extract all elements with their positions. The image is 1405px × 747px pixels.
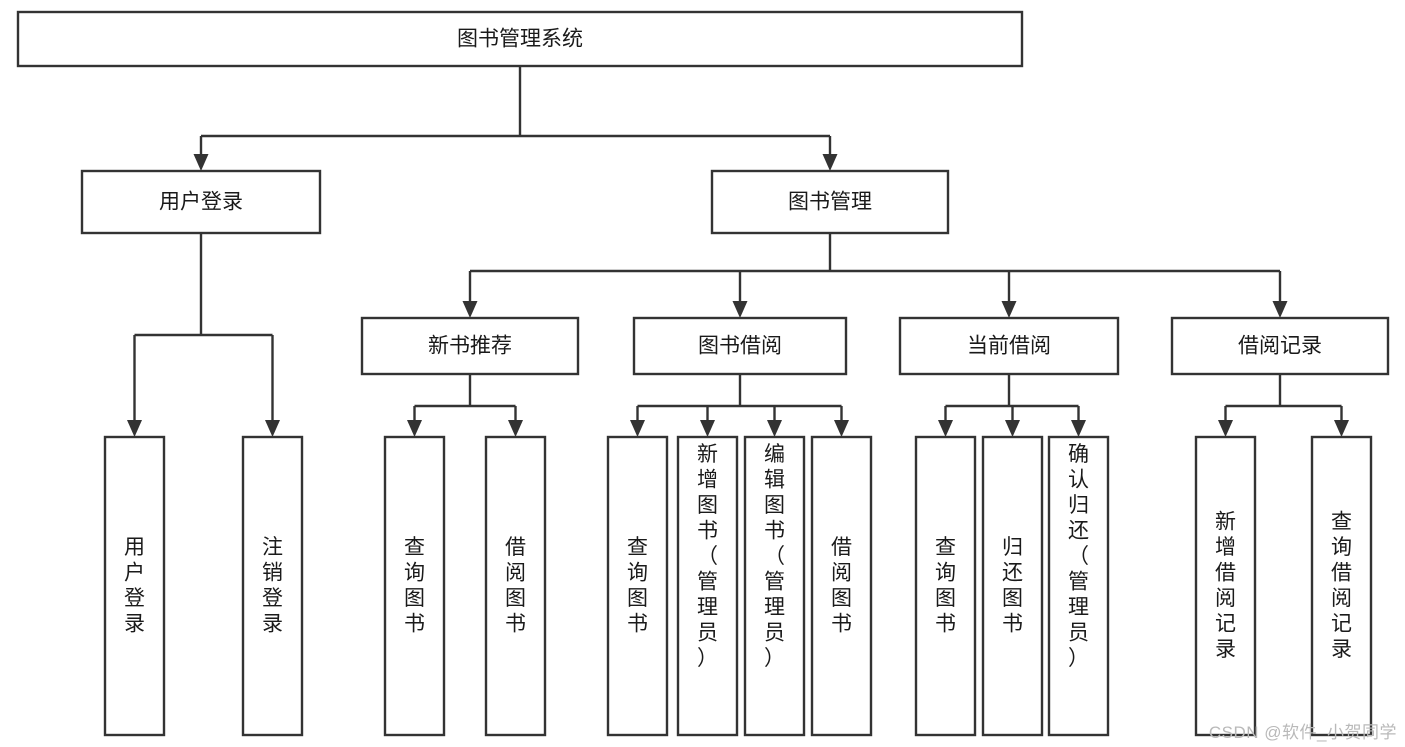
node-rect-leaf-edit-book-admin xyxy=(743,435,806,737)
node-leaf-add-borrow-record[interactable]: 新增借阅记录 xyxy=(1194,435,1257,737)
node-leaf-borrow-book-1[interactable]: 借阅图书 xyxy=(484,435,547,737)
node-label-leaf-add-book-admin: 新增图书（管理员） xyxy=(697,443,718,670)
node-rect-book-management xyxy=(710,169,950,235)
arrow-to-leaf-borrow-book-2 xyxy=(834,420,849,437)
node-current-borrow[interactable]: 当前借阅 xyxy=(898,316,1120,376)
node-label-leaf-user-login: 用户登录 xyxy=(124,536,145,636)
node-label-leaf-add-borrow-record: 新增借阅记录 xyxy=(1215,511,1236,662)
node-rect-leaf-user-login xyxy=(103,435,166,737)
node-leaf-return-book[interactable]: 归还图书 xyxy=(981,435,1044,737)
connectors-layer xyxy=(127,66,1349,437)
node-rect-root xyxy=(16,10,1024,68)
node-borrow-record[interactable]: 借阅记录 xyxy=(1170,316,1390,376)
node-rect-leaf-borrow-book-2 xyxy=(810,435,873,737)
node-label-leaf-query-borrow-record: 查询借阅记录 xyxy=(1331,511,1352,662)
arrow-to-user-login xyxy=(193,154,209,171)
node-leaf-borrow-book-2[interactable]: 借阅图书 xyxy=(810,435,873,737)
node-rect-leaf-logout-login xyxy=(241,435,304,737)
node-rect-leaf-add-borrow-record xyxy=(1194,435,1257,737)
node-label-user-login: 用户登录 xyxy=(159,191,243,214)
node-rect-new-book-recommend xyxy=(360,316,580,376)
node-rect-borrow-record xyxy=(1170,316,1390,376)
node-rect-leaf-query-book-2 xyxy=(606,435,669,737)
arrow-to-leaf-query-book-3 xyxy=(938,420,953,437)
node-label-root: 图书管理系统 xyxy=(457,28,583,51)
node-label-leaf-confirm-return-admin: 确认归还（管理员） xyxy=(1068,443,1089,670)
node-label-book-management: 图书管理 xyxy=(788,191,872,214)
node-label-new-book-recommend: 新书推荐 xyxy=(428,335,512,358)
node-label-leaf-query-book-3: 查询图书 xyxy=(935,536,956,636)
node-rect-book-borrow xyxy=(632,316,848,376)
arrow-to-leaf-borrow-book-1 xyxy=(508,420,523,437)
node-new-book-recommend[interactable]: 新书推荐 xyxy=(360,316,580,376)
node-rect-leaf-return-book xyxy=(981,435,1044,737)
node-rect-user-login xyxy=(80,169,322,235)
node-rect-leaf-query-book-1 xyxy=(383,435,446,737)
node-label-leaf-return-book: 归还图书 xyxy=(1002,536,1023,636)
arrow-to-borrow-record xyxy=(1272,301,1288,318)
node-root[interactable]: 图书管理系统 xyxy=(16,10,1024,68)
arrow-to-book-management xyxy=(822,154,838,171)
node-leaf-logout-login[interactable]: 注销登录 xyxy=(241,435,304,737)
node-label-leaf-borrow-book-1: 借阅图书 xyxy=(505,536,526,636)
node-rect-leaf-confirm-return-admin xyxy=(1047,435,1110,737)
node-leaf-query-book-2[interactable]: 查询图书 xyxy=(606,435,669,737)
node-rect-leaf-borrow-book-1 xyxy=(484,435,547,737)
node-leaf-confirm-return-admin[interactable]: 确认归还（管理员） xyxy=(1047,435,1110,737)
node-rect-current-borrow xyxy=(898,316,1120,376)
node-leaf-query-borrow-record[interactable]: 查询借阅记录 xyxy=(1310,435,1373,737)
node-leaf-query-book-3[interactable]: 查询图书 xyxy=(914,435,977,737)
arrow-to-leaf-user-login xyxy=(127,420,142,437)
node-label-leaf-borrow-book-2: 借阅图书 xyxy=(831,536,852,636)
node-rect-leaf-add-book-admin xyxy=(676,435,739,737)
node-label-leaf-query-book-2: 查询图书 xyxy=(627,536,648,636)
node-rect-leaf-query-book-3 xyxy=(914,435,977,737)
node-leaf-add-book-admin[interactable]: 新增图书（管理员） xyxy=(676,435,739,737)
node-rect-leaf-query-borrow-record xyxy=(1310,435,1373,737)
node-leaf-user-login[interactable]: 用户登录 xyxy=(103,435,166,737)
node-label-borrow-record: 借阅记录 xyxy=(1238,335,1322,358)
boxes-layer: 图书管理系统用户登录图书管理新书推荐图书借阅当前借阅借阅记录用户登录注销登录查询… xyxy=(16,10,1390,737)
arrow-to-leaf-logout-login xyxy=(265,420,280,437)
arrow-to-leaf-query-book-2 xyxy=(630,420,645,437)
node-leaf-query-book-1[interactable]: 查询图书 xyxy=(383,435,446,737)
arrow-to-leaf-query-borrow-record xyxy=(1334,420,1349,437)
node-book-borrow[interactable]: 图书借阅 xyxy=(632,316,848,376)
arrow-to-leaf-add-borrow-record xyxy=(1218,420,1233,437)
node-user-login[interactable]: 用户登录 xyxy=(80,169,322,235)
node-label-leaf-query-book-1: 查询图书 xyxy=(404,536,425,636)
node-book-management[interactable]: 图书管理 xyxy=(710,169,950,235)
arrow-to-leaf-add-book-admin xyxy=(700,420,715,437)
node-label-leaf-edit-book-admin: 编辑图书（管理员） xyxy=(764,443,785,670)
node-label-leaf-logout-login: 注销登录 xyxy=(262,536,283,636)
arrow-to-leaf-query-book-1 xyxy=(407,420,422,437)
node-label-book-borrow: 图书借阅 xyxy=(698,335,782,358)
arrow-to-leaf-return-book xyxy=(1005,420,1020,437)
arrow-to-current-borrow xyxy=(1001,301,1017,318)
arrow-to-new-book-recommend xyxy=(462,301,478,318)
node-label-current-borrow: 当前借阅 xyxy=(967,335,1051,358)
arrow-to-leaf-edit-book-admin xyxy=(767,420,782,437)
node-leaf-edit-book-admin[interactable]: 编辑图书（管理员） xyxy=(743,435,806,737)
arrow-to-book-borrow xyxy=(732,301,748,318)
arrow-to-leaf-confirm-return-admin xyxy=(1071,420,1086,437)
